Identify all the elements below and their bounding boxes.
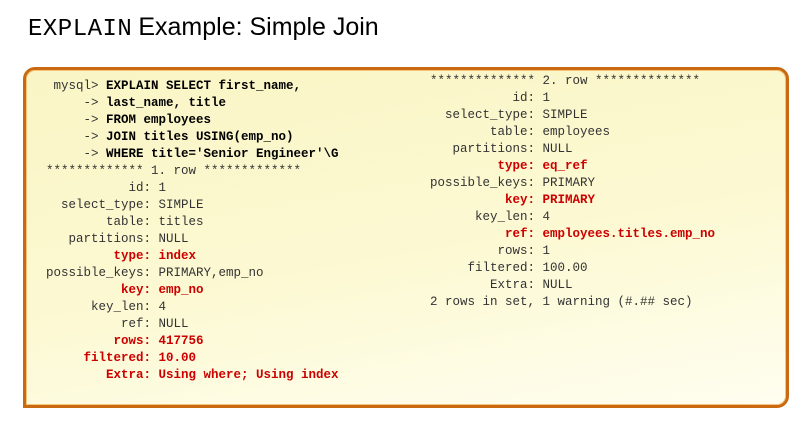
title-text: Example: Simple Join: [138, 13, 379, 41]
terminal-line: mysql> EXPLAIN SELECT first_name,: [46, 79, 302, 93]
terminal-line: ************** 2. row **************: [430, 74, 701, 88]
terminal-line: filtered: 10.00: [46, 351, 197, 365]
terminal-line: partitions: NULL: [430, 142, 573, 156]
terminal-line: -> WHERE title='Senior Engineer'\G: [46, 147, 339, 161]
terminal-line: possible_keys: PRIMARY,emp_no: [46, 266, 264, 280]
terminal-line: -> last_name, title: [46, 96, 227, 110]
terminal-line: partitions: NULL: [46, 232, 189, 246]
terminal-line: id: 1: [430, 91, 551, 105]
terminal-line: type: eq_ref: [430, 159, 588, 173]
terminal-line: Extra: NULL: [430, 278, 573, 292]
terminal-line: type: index: [46, 249, 197, 263]
terminal-output-box: mysql> EXPLAIN SELECT first_name, -> las…: [23, 67, 789, 408]
terminal-line: select_type: SIMPLE: [46, 198, 204, 212]
terminal-line: ref: employees.titles.emp_no: [430, 227, 716, 241]
terminal-line: rows: 1: [430, 244, 551, 258]
terminal-line: -> FROM employees: [46, 113, 212, 127]
terminal-line: ************* 1. row *************: [46, 164, 302, 178]
terminal-line: table: employees: [430, 125, 611, 139]
terminal-line: id: 1: [46, 181, 167, 195]
terminal-line: ref: NULL: [46, 317, 189, 331]
terminal-line: 2 rows in set, 1 warning (#.## sec): [430, 295, 693, 309]
terminal-line: filtered: 100.00: [430, 261, 588, 275]
terminal-line: rows: 417756: [46, 334, 204, 348]
title-code-word: EXPLAIN: [28, 16, 133, 43]
terminal-line: select_type: SIMPLE: [430, 108, 588, 122]
terminal-line: table: titles: [46, 215, 204, 229]
terminal-line: key: PRIMARY: [430, 193, 596, 207]
terminal-line: key: emp_no: [46, 283, 204, 297]
terminal-line: -> JOIN titles USING(emp_no): [46, 130, 294, 144]
terminal-line: key_len: 4: [46, 300, 167, 314]
terminal-line: key_len: 4: [430, 210, 551, 224]
terminal-line: possible_keys: PRIMARY: [430, 176, 596, 190]
terminal-left-column: mysql> EXPLAIN SELECT first_name, -> las…: [46, 78, 339, 384]
terminal-right-column: ************** 2. row ************** id:…: [430, 73, 715, 311]
terminal-line: Extra: Using where; Using index: [46, 368, 339, 382]
